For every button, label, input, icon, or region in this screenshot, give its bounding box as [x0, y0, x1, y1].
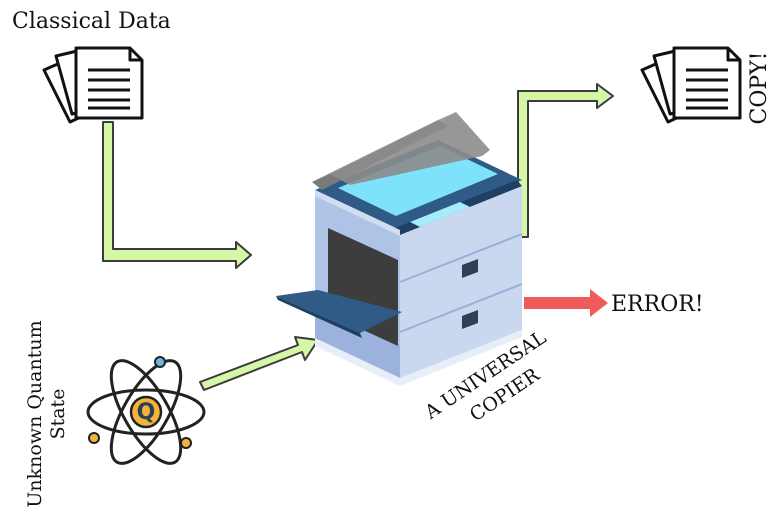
classical-docs-icon: [42, 46, 144, 124]
copy-label: COPY!: [747, 51, 772, 124]
error-label: ERROR!: [611, 292, 704, 317]
atom-icon: Q: [86, 356, 206, 465]
quantum-label-line1: Unknown Quantum: [24, 320, 46, 507]
classical-data-label: Classical Data: [12, 9, 171, 34]
quantum-label-line2: State: [47, 389, 69, 440]
copy-output-arrow: [517, 83, 614, 238]
copy-docs-icon: [640, 46, 742, 124]
classical-input-arrow: [102, 121, 252, 269]
error-arrow: [524, 289, 608, 317]
atom-q-letter: Q: [137, 400, 156, 425]
quantum-input-arrow: [199, 336, 319, 391]
photocopier-icon: [276, 112, 523, 386]
